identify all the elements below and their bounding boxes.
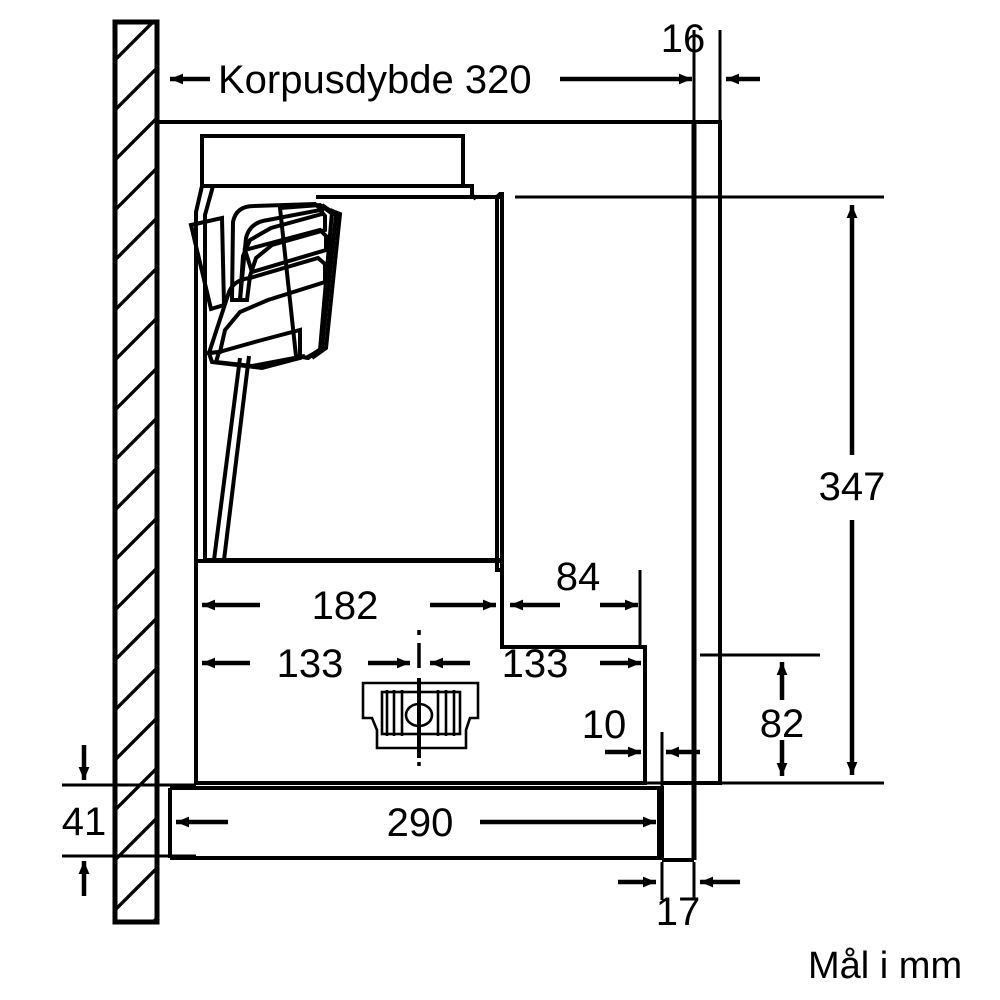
dim-17-label: 17 (656, 890, 701, 934)
hood-upper-body (194, 134, 504, 572)
dim-182-label: 182 (312, 584, 379, 628)
duct-outlet-detail (361, 630, 480, 766)
dim-17: 17 (618, 862, 740, 934)
dim-10-label: 10 (582, 703, 627, 747)
dim-347: 347 (515, 195, 886, 785)
dim-korpusdybde-label: Korpusdybde 320 (218, 58, 532, 102)
hood-lower-body (194, 559, 647, 785)
units-note: Mål i mm (808, 945, 962, 987)
dim-290-label: 290 (387, 801, 454, 845)
dim-82: 82 (700, 653, 820, 776)
dim-133-left-label: 133 (277, 642, 344, 686)
dim-41: 41 (62, 745, 196, 896)
dim-84-label: 84 (556, 555, 601, 599)
dim-84: 84 (510, 555, 642, 645)
dim-347-label: 347 (819, 465, 886, 509)
dim-133-right-label: 133 (502, 642, 569, 686)
dim-290: 290 (168, 786, 660, 860)
dim-korpusdybde: Korpusdybde 320 (155, 30, 696, 140)
dim-133-left: 133 (202, 642, 410, 686)
dim-10: 10 (582, 703, 700, 790)
dim-82-label: 82 (760, 702, 805, 746)
wall-section (112, 19, 160, 925)
wall-hatching (115, 22, 157, 922)
dim-16-label: 16 (661, 17, 706, 61)
dim-182: 182 (202, 584, 496, 628)
dim-133-right: 133 (430, 642, 641, 686)
dim-41-label: 41 (62, 800, 107, 844)
slanted-filter-assembly (188, 201, 343, 561)
dim-16: 16 (661, 17, 760, 140)
